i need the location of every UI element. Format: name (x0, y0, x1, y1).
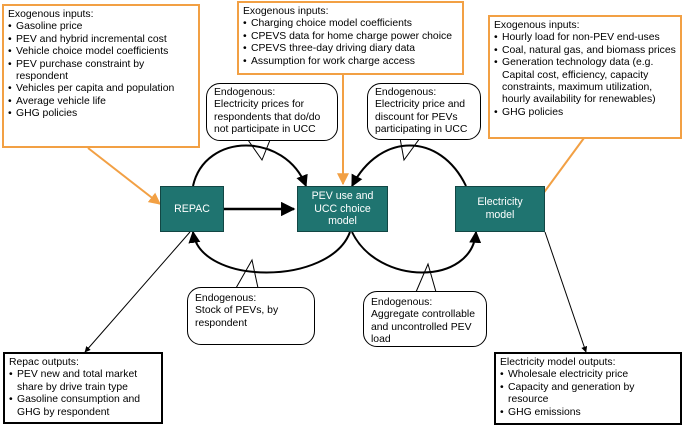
endogenous-callout-top-right: Endogenous: Electricity price and discou… (367, 83, 481, 140)
list-item: Gasoline price (8, 21, 194, 34)
arrow-repac-to-outputs (84, 231, 191, 353)
endogenous-text: Stock of PEVs, by respondent (195, 305, 279, 329)
electricity-outputs-title: Electricity model outputs: (500, 357, 616, 368)
list-item: GHG emissions (500, 407, 676, 420)
endogenous-title: Endogenous: (375, 87, 437, 98)
list-item: GHG policies (494, 107, 676, 120)
endogenous-callout-top-left: Endogenous: Electricity prices for respo… (206, 83, 338, 141)
list-item: Average vehicle life (8, 96, 194, 109)
callout-pointer-top-right (399, 137, 421, 162)
endogenous-title: Endogenous: (195, 293, 257, 304)
loop-bottom-left (188, 230, 351, 274)
list-item: Generation technology data (e.g. Capital… (494, 57, 676, 107)
list-item: Assumption for work charge access (243, 56, 458, 69)
endogenous-text: Aggregate controllable and uncontrolled … (371, 309, 475, 346)
loop-top-left (192, 144, 308, 188)
callout-pointer-bottom-left (235, 258, 259, 289)
loop-top-right (351, 144, 467, 188)
callout-pointer-bottom-right (415, 262, 437, 293)
endogenous-text: Electricity price and discount for PEVs … (375, 99, 468, 136)
list-item: PEV purchase constraint by respondent (8, 59, 194, 84)
node-repac: REPAC (160, 186, 224, 232)
orange-arrow-left (87, 147, 161, 205)
endogenous-text: Electricity prices for respondents that … (214, 99, 321, 136)
node-electricity-model: Electricity model (455, 186, 545, 232)
list-item: Wholesale electricity price (500, 369, 676, 382)
list-item: Vehicles per capita and population (8, 83, 194, 96)
list-item: Vehicle choice model coefficients (8, 46, 194, 59)
loop-bottom-right (351, 230, 482, 274)
list-item: Capacity and generation by resource (500, 382, 676, 407)
list-item: Gasoline consumption and GHG by responde… (9, 394, 157, 419)
list-item: CPEVS three-day driving diary data (243, 43, 458, 56)
arrow-electricity-to-outputs (544, 231, 588, 353)
repac-outputs: Repac outputs: PEV new and total market … (3, 352, 163, 424)
endogenous-callout-bottom-right: Endogenous: Aggregate controllable and u… (363, 291, 487, 347)
exogenous-inputs-center: Exogenous inputs: Charging choice model … (237, 1, 464, 75)
endogenous-title: Endogenous: (371, 297, 433, 308)
exogenous-inputs-left: Exogenous inputs: Gasoline price PEV and… (2, 4, 200, 148)
list-item: GHG policies (8, 108, 194, 121)
exogenous-left-title: Exogenous inputs: (8, 9, 94, 20)
repac-outputs-title: Repac outputs: (9, 357, 79, 368)
endogenous-callout-bottom-left: Endogenous: Stock of PEVs, by respondent (187, 287, 315, 345)
endogenous-title: Endogenous: (214, 87, 276, 98)
list-item: PEV new and total market share by drive … (9, 369, 157, 394)
list-item: PEV and hybrid incremental cost (8, 34, 194, 47)
callout-pointer-top-left (247, 139, 271, 162)
list-item: Hourly load for non-PEV end-uses (494, 32, 676, 45)
list-item: Charging choice model coefficients (243, 18, 458, 31)
exogenous-right-title: Exogenous inputs: (494, 20, 580, 31)
list-item: CPEVS data for home charge power choice (243, 31, 458, 44)
list-item: Coal, natural gas, and biomass prices (494, 45, 676, 58)
node-pev-use-ucc: PEV use and UCC choice model (297, 186, 388, 232)
exogenous-center-title: Exogenous inputs: (243, 6, 329, 17)
exogenous-inputs-right: Exogenous inputs: Hourly load for non-PE… (488, 15, 682, 139)
electricity-model-outputs: Electricity model outputs: Wholesale ele… (494, 352, 682, 425)
